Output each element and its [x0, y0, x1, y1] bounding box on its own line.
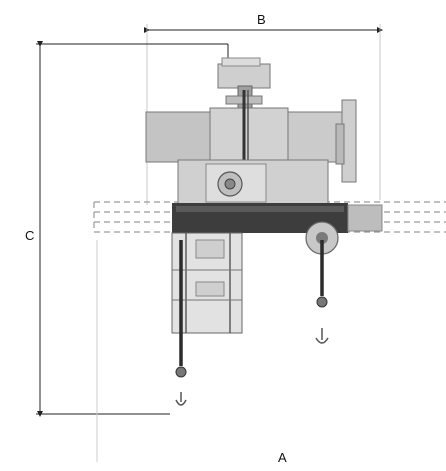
rail-beam [172, 203, 383, 233]
dimension-a-label: A [278, 450, 287, 465]
gearbox [177, 159, 329, 205]
left-hook [175, 240, 187, 406]
dimension-b-label: B [257, 12, 266, 27]
top-gear-motor [217, 57, 271, 109]
dimension-c-label: C [25, 228, 35, 243]
hanging-frame [171, 232, 243, 334]
right-hook [315, 240, 329, 344]
right-wheel [305, 221, 339, 255]
dimension-c [36, 41, 229, 417]
motor-housing [145, 90, 357, 200]
